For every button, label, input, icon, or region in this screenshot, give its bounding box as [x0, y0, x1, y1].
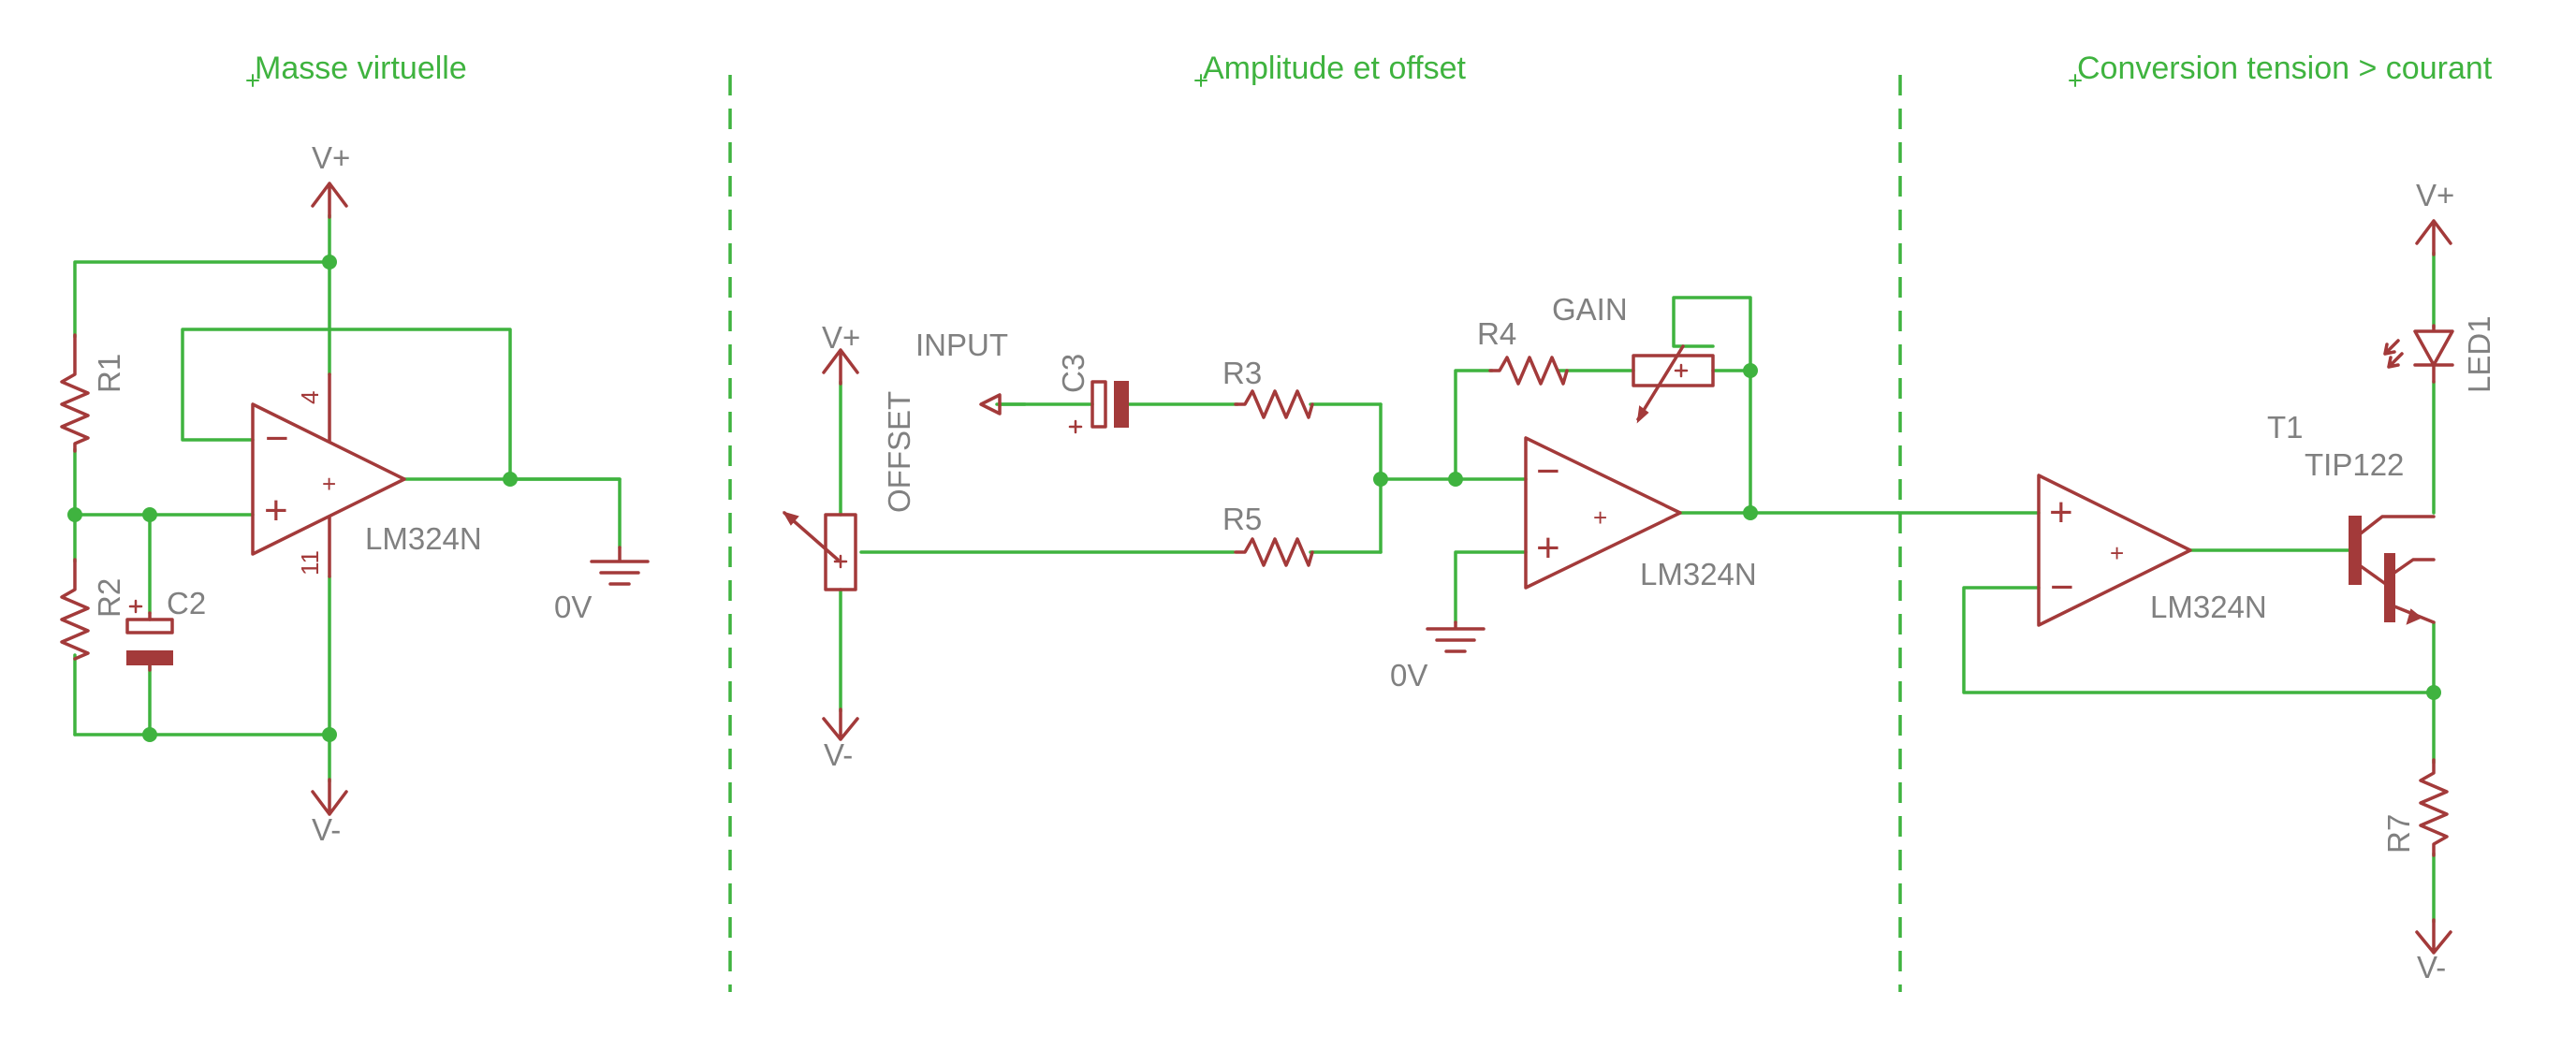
middle-junctions: [1373, 363, 1758, 520]
resistor-r7: R7: [2381, 758, 2449, 857]
resistor-r1: R1: [60, 333, 126, 453]
section-title-amplitude-offset: Amplitude et offset: [1194, 51, 1467, 87]
opamp-label: LM324N: [1640, 557, 1757, 591]
capacitor-c3: C3: [1056, 354, 1129, 434]
input-label: INPUT: [915, 328, 1008, 362]
input-connector: INPUT: [915, 328, 1008, 416]
opamp-center-plus: +: [322, 470, 336, 498]
opamp-plus-sign: +: [264, 488, 288, 533]
transistor-t1: T1 TIP122: [2267, 410, 2436, 625]
gain-label: GAIN: [1552, 292, 1628, 327]
zero-v-label: 0V: [1390, 658, 1427, 693]
led1-label: LED1: [2462, 315, 2496, 393]
right-junctions: [2426, 685, 2441, 700]
opamp-amplitude-offset: − + + LM324N: [1524, 436, 1757, 591]
section-title-text: Conversion tension > courant: [2077, 51, 2493, 86]
opamp-plus-sign: +: [2049, 489, 2073, 535]
vplus-supply-offset: V+: [822, 320, 860, 386]
vplus-label: V+: [312, 140, 350, 175]
ground-symbol-left: 0V: [554, 546, 650, 624]
opamp-minus-sign: −: [1536, 448, 1560, 494]
r1-label: R1: [92, 354, 126, 393]
opamp-minus-sign: −: [2050, 564, 2074, 610]
vminus-label: V-: [824, 737, 853, 772]
c3-label: C3: [1056, 354, 1090, 393]
potentiometer-gain: GAIN: [1552, 292, 1715, 424]
t1-label: T1: [2267, 410, 2304, 445]
resistor-r3: R3: [1222, 356, 1314, 419]
opamp-label: LM324N: [2150, 590, 2267, 624]
zero-v-label: 0V: [554, 590, 592, 624]
r5-label: R5: [1222, 502, 1262, 536]
opamp-center-plus: +: [1593, 503, 1607, 532]
section-title-conversion: Conversion tension > courant: [2069, 51, 2493, 87]
vplus-supply-symbol: V+: [311, 140, 350, 219]
middle-wires: [839, 296, 1900, 713]
vminus-label: V-: [2417, 950, 2446, 984]
offset-label: OFFSET: [882, 391, 916, 513]
vplus-supply-right: V+: [2415, 178, 2454, 256]
r2-label: R2: [92, 578, 126, 618]
c2-label: C2: [167, 586, 206, 620]
section-title-text: Amplitude et offset: [1203, 51, 1467, 86]
potentiometer-offset: OFFSET: [782, 391, 916, 591]
pin-4-label: 4: [296, 391, 324, 404]
right-wires: [1896, 251, 2436, 924]
capacitor-c2: C2: [125, 586, 206, 672]
vminus-supply-symbol: V-: [311, 778, 348, 847]
opamp-plus-sign: +: [1536, 525, 1560, 571]
left-wires: [73, 213, 622, 783]
resistor-r5: R5: [1222, 502, 1314, 567]
opamp-minus-sign: −: [265, 416, 289, 461]
opamp-voltage-to-current: + − + LM324N: [2037, 474, 2267, 627]
section-title-text: Masse virtuelle: [255, 51, 467, 86]
vminus-supply-offset: V-: [822, 707, 859, 772]
ground-symbol-middle: 0V: [1390, 620, 1486, 693]
vminus-supply-right: V-: [2415, 918, 2452, 984]
pin-11-label: 11: [296, 550, 324, 576]
led-led1: LED1: [2383, 315, 2496, 393]
resistor-r4: R4: [1477, 316, 1569, 386]
opamp-center-plus: +: [2110, 539, 2124, 567]
left-junctions: [67, 255, 518, 742]
tip122-label: TIP122: [2305, 447, 2404, 482]
vplus-label: V+: [822, 320, 860, 355]
r7-label: R7: [2381, 814, 2416, 853]
r3-label: R3: [1222, 356, 1262, 390]
vplus-label: V+: [2416, 178, 2454, 212]
r4-label: R4: [1477, 316, 1516, 351]
opamp-virtual-ground: − + + 4 11 LM324N: [251, 372, 482, 578]
section-title-masse-virtuelle: Masse virtuelle: [246, 51, 467, 87]
resistor-r2: R2: [60, 558, 126, 661]
opamp-label: LM324N: [365, 521, 482, 556]
vminus-label: V-: [312, 812, 341, 847]
